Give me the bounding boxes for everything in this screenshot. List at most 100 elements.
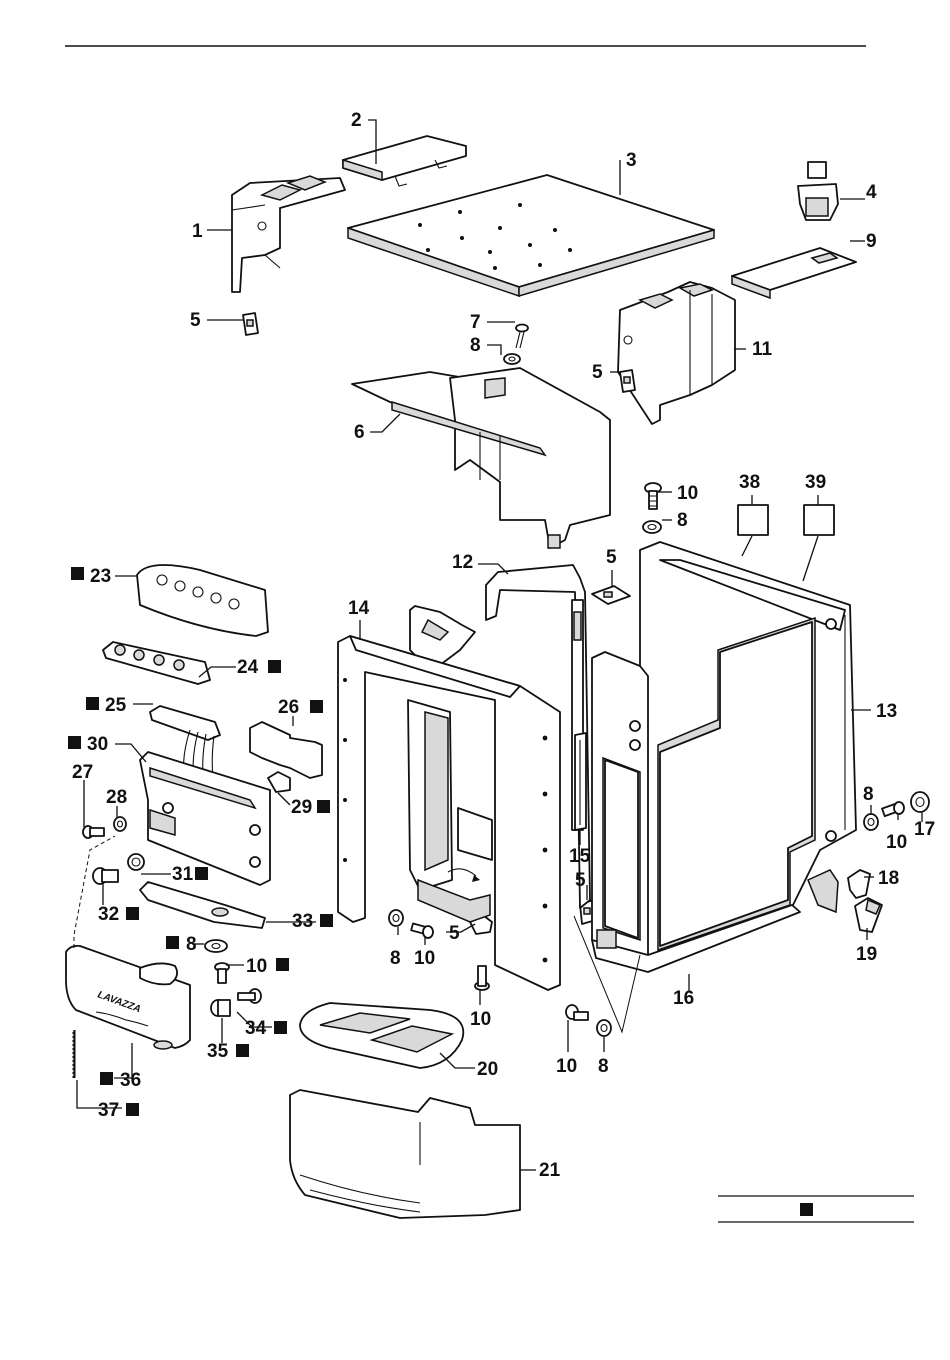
washer-8-mid [389,910,403,926]
part-33-shape [140,882,265,928]
legend-marker [800,1203,813,1216]
part-15-shape [575,733,586,830]
label-32: 32 [98,904,119,925]
part-13-shape [640,542,856,958]
marker-26 [310,700,323,713]
label-8-f: 8 [598,1056,609,1077]
label-38: 38 [739,472,760,493]
label-5-c: 5 [606,547,617,568]
legend [718,1196,914,1222]
marker-33 [320,914,333,927]
part-32-shape [93,868,118,884]
marker-31 [195,867,208,880]
part-3-shape [348,175,714,296]
label-10-a: 10 [677,483,698,504]
label-10-d: 10 [246,956,267,977]
screw-10-bottom [475,966,489,990]
washer-8-right [864,814,878,830]
part-29-shape [268,772,290,792]
marker-25 [86,697,99,710]
label-8-a: 8 [470,335,481,356]
label-37: 37 [98,1100,119,1121]
marker-34 [274,1021,287,1034]
part-1-shape [232,176,345,292]
screw-10-lower [566,1005,588,1020]
label-2: 2 [351,110,362,131]
label-17: 17 [914,819,935,840]
part-21-shape [290,1090,520,1218]
label-18: 18 [878,868,899,889]
marker-24 [268,660,281,673]
label-8-b: 8 [677,510,688,531]
label-27: 27 [72,762,93,783]
part-36-shape: LAVAZZA [66,946,190,1049]
label-20: 20 [477,1059,498,1080]
label-3: 3 [626,150,637,171]
label-36: 36 [120,1070,141,1091]
label-24: 24 [237,657,259,678]
washer-8-left [205,940,227,952]
label-14: 14 [348,598,370,619]
marker-32 [126,907,139,920]
sticker-39 [804,505,834,535]
part-2-shape [343,136,466,186]
label-7: 7 [470,312,481,333]
part-35-shape [211,1000,230,1016]
label-26: 26 [278,697,299,718]
label-33: 33 [292,911,313,932]
label-21: 21 [539,1160,561,1181]
marker-36 [100,1072,113,1085]
label-35: 35 [207,1041,229,1062]
label-8-c: 8 [863,784,874,805]
sticker-38 [738,505,768,535]
part-9-shape [732,248,856,298]
washer-28 [114,817,126,831]
marker-10 [276,958,289,971]
marker-30 [68,736,81,749]
label-25: 25 [105,695,127,716]
part-34-shape [238,989,261,1003]
label-5-d: 5 [575,870,586,891]
clip-5-right [592,586,630,604]
screw-10-mid [411,924,433,938]
clip-5-left [243,313,258,335]
label-5-e: 5 [449,923,460,944]
label-15: 15 [569,846,591,867]
marker-8 [166,936,179,949]
label-6: 6 [354,422,365,443]
part-11-shape [618,282,735,424]
part-24-shape [103,642,210,684]
label-34: 34 [245,1018,267,1039]
part-37-shape [73,1030,74,1078]
label-8-d: 8 [186,934,197,955]
label-13: 13 [876,701,897,722]
washer-8-upper [643,521,661,533]
part-4-shape [798,162,838,220]
label-23: 23 [90,566,111,587]
part-6-shape [352,368,610,548]
label-12: 12 [452,552,473,573]
label-10-b: 10 [886,832,907,853]
part-17-shape [911,792,929,812]
label-9: 9 [866,231,877,252]
screw-10-left [215,963,229,983]
label-5-a: 5 [190,310,201,331]
washer-8-lower [597,1020,611,1036]
label-28: 28 [106,787,127,808]
label-4: 4 [866,182,877,203]
part-26-shape [250,722,322,778]
marker-37 [126,1103,139,1116]
screw-10-top [645,483,661,509]
part-20-shape [300,1003,463,1068]
label-8-e: 8 [390,948,401,969]
label-1: 1 [192,221,203,242]
part-31-shape [128,854,144,870]
label-29: 29 [291,797,312,818]
label-39: 39 [805,472,826,493]
part-23-shape [137,565,268,636]
screw-10-right [882,802,904,816]
marker-29 [317,800,330,813]
label-30: 30 [87,734,108,755]
screw-7 [516,325,528,349]
